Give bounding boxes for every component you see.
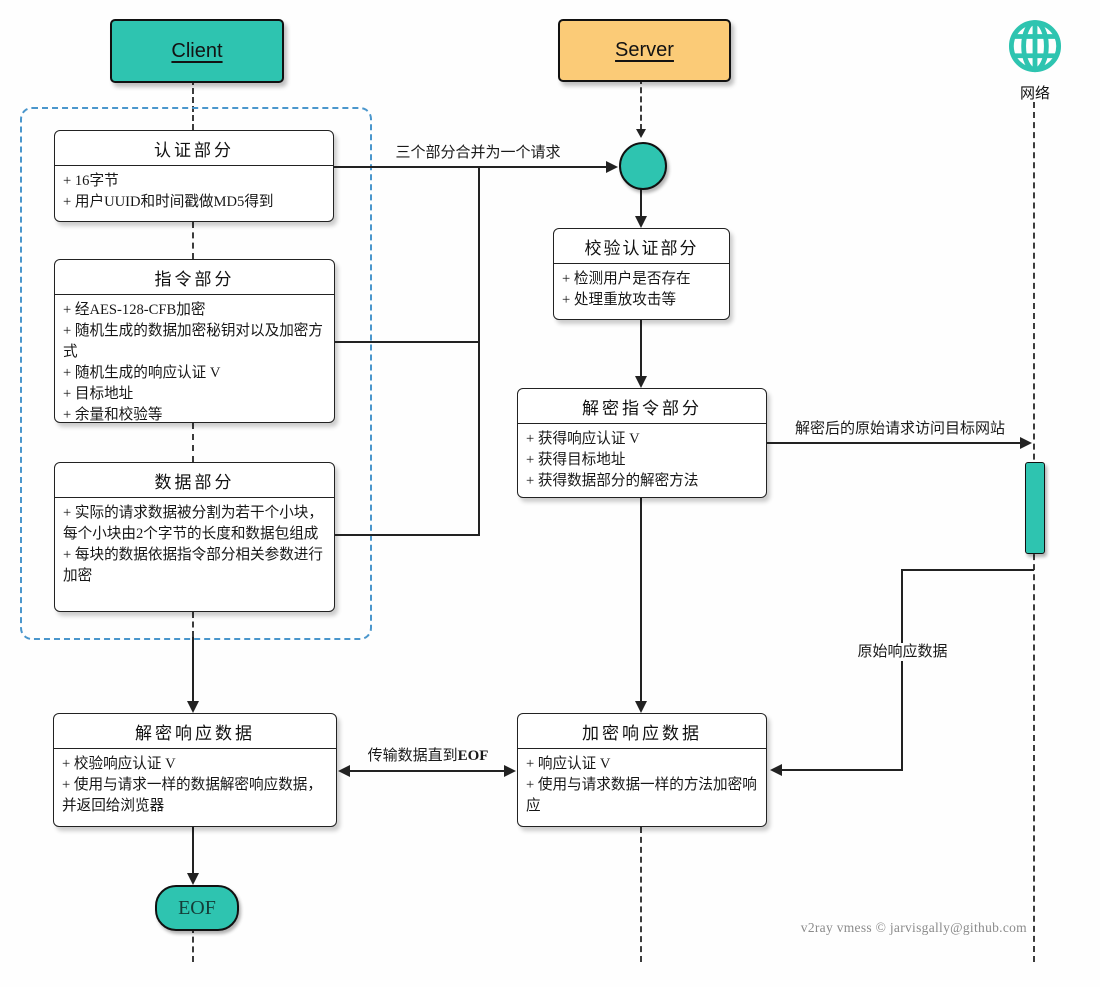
eof-label: EOF (178, 896, 216, 919)
network-activation-bar (1025, 462, 1045, 554)
verify-auth-title: 校验认证部分 (554, 229, 729, 264)
data-part-line: + 实际的请求数据被分割为若干个小块，每个小块由2个字节的长度和数据包组成 (63, 505, 323, 542)
arrow-down-icon (635, 216, 647, 228)
encrypt-response-box: 加密响应数据 + 响应认证 V + 使用与请求数据一样的方法加密响应 (517, 713, 767, 827)
globe-icon (1007, 18, 1063, 76)
server-arrow-to-encrypt-response (640, 498, 642, 701)
auth-part-line: + 用户UUID和时间戳做MD5得到 (63, 194, 274, 210)
auth-part-box: 认证部分 + 16字节 + 用户UUID和时间戳做MD5得到 (54, 130, 334, 222)
decrypt-response-title: 解密响应数据 (54, 714, 336, 749)
decrypt-response-box: 解密响应数据 + 校验响应认证 V + 使用与请求一样的数据解密响应数据，并返回… (53, 713, 337, 827)
arrow-down-icon (635, 376, 647, 388)
merge-point-circle (619, 142, 667, 190)
arrow-left-icon (338, 765, 350, 777)
command-connector-line (335, 341, 478, 343)
data-part-line: + 每块的数据依据指令部分相关参数进行加密 (63, 547, 323, 584)
data-part-box: 数据部分 + 实际的请求数据被分割为若干个小块，每个小块由2个字节的长度和数据包… (54, 462, 335, 612)
client-arrow-to-decrypt-response (192, 637, 194, 701)
arrow-right-icon (606, 161, 618, 173)
arrow-right-icon (504, 765, 516, 777)
merge-arrow-line (334, 166, 606, 168)
encrypt-response-line: + 响应认证 V (526, 756, 611, 772)
raw-response-line-bottom (782, 769, 901, 771)
decrypt-command-line: + 获得响应认证 V (526, 431, 640, 447)
decrypt-command-title: 解密指令部分 (518, 389, 766, 424)
actor-server-label: Server (615, 39, 674, 61)
arrow-down-icon (187, 873, 199, 885)
client-lifeline-segment (192, 927, 194, 962)
data-part-title: 数据部分 (55, 463, 334, 498)
verify-auth-line: + 检测用户是否存在 (562, 271, 691, 287)
command-part-line: + 经AES-128-CFB加密 (63, 302, 206, 318)
transfer-until-text: 传输数据直到 (367, 748, 458, 764)
verify-auth-box: 校验认证部分 + 检测用户是否存在 + 处理重放攻击等 (553, 228, 730, 320)
auth-part-line: + 16字节 (63, 173, 119, 189)
actor-client-label: Client (171, 39, 223, 62)
decrypt-command-line: + 获得数据部分的解密方法 (526, 473, 699, 489)
encrypt-response-line: + 使用与请求数据一样的方法加密响应 (526, 777, 757, 814)
arrow-down-icon (187, 701, 199, 713)
actor-client: Client (110, 19, 284, 83)
transfer-line (350, 770, 504, 772)
verify-auth-line: + 处理重放攻击等 (562, 292, 677, 308)
client-lifeline-segment (192, 612, 194, 637)
server-arrow-to-verify (640, 189, 642, 216)
decrypt-command-line: + 获得目标地址 (526, 452, 626, 468)
raw-response-line-vertical (901, 569, 903, 771)
auth-part-title: 认证部分 (55, 131, 333, 166)
footer-credit: v2ray vmess © jarvisgally@github.com (800, 920, 1027, 935)
server-arrow-to-decrypt-command (640, 320, 642, 376)
client-arrow-to-eof (192, 827, 194, 873)
client-lifeline-segment (192, 79, 194, 130)
arrow-right-icon (1020, 437, 1032, 449)
request-to-site-line (767, 442, 1020, 444)
decrypt-response-line: + 使用与请求一样的数据解密响应数据，并返回给浏览器 (62, 777, 322, 814)
merge-bus-line (478, 167, 480, 536)
decrypt-response-line: + 校验响应认证 V (62, 756, 176, 772)
decrypt-command-box: 解密指令部分 + 获得响应认证 V + 获得目标地址 + 获得数据部分的解密方法 (517, 388, 767, 498)
transfer-eof-text: EOF (457, 748, 489, 764)
arrow-down-icon (636, 129, 646, 138)
arrow-left-icon (770, 764, 782, 776)
encrypt-response-title: 加密响应数据 (518, 714, 766, 749)
merge-request-label: 三个部分合并为一个请求 (395, 145, 561, 161)
raw-response-label: 原始响应数据 (854, 643, 951, 661)
request-parts-group (20, 107, 372, 640)
command-part-line: + 余量和校验等 (63, 407, 163, 423)
command-part-title: 指令部分 (55, 260, 334, 295)
transfer-until-eof-label: 传输数据直到EOF (347, 747, 509, 765)
server-lifeline-segment (640, 827, 642, 962)
client-lifeline-segment (192, 222, 194, 259)
data-connector-line (335, 534, 478, 536)
arrow-down-icon (635, 701, 647, 713)
actor-server: Server (558, 19, 731, 82)
client-lifeline-segment (192, 423, 194, 462)
command-part-line: + 随机生成的数据加密秘钥对以及加密方式 (63, 323, 323, 360)
raw-response-line-top (901, 569, 1034, 571)
eof-terminal: EOF (155, 885, 239, 931)
actor-network-label: 网络 (1019, 86, 1050, 102)
server-lifeline-segment (640, 78, 642, 130)
command-part-box: 指令部分 + 经AES-128-CFB加密 + 随机生成的数据加密秘钥对以及加密… (54, 259, 335, 423)
request-to-site-label: 解密后的原始请求访问目标网站 (794, 421, 1005, 437)
command-part-line: + 随机生成的响应认证 V (63, 365, 221, 381)
command-part-line: + 目标地址 (63, 386, 134, 402)
